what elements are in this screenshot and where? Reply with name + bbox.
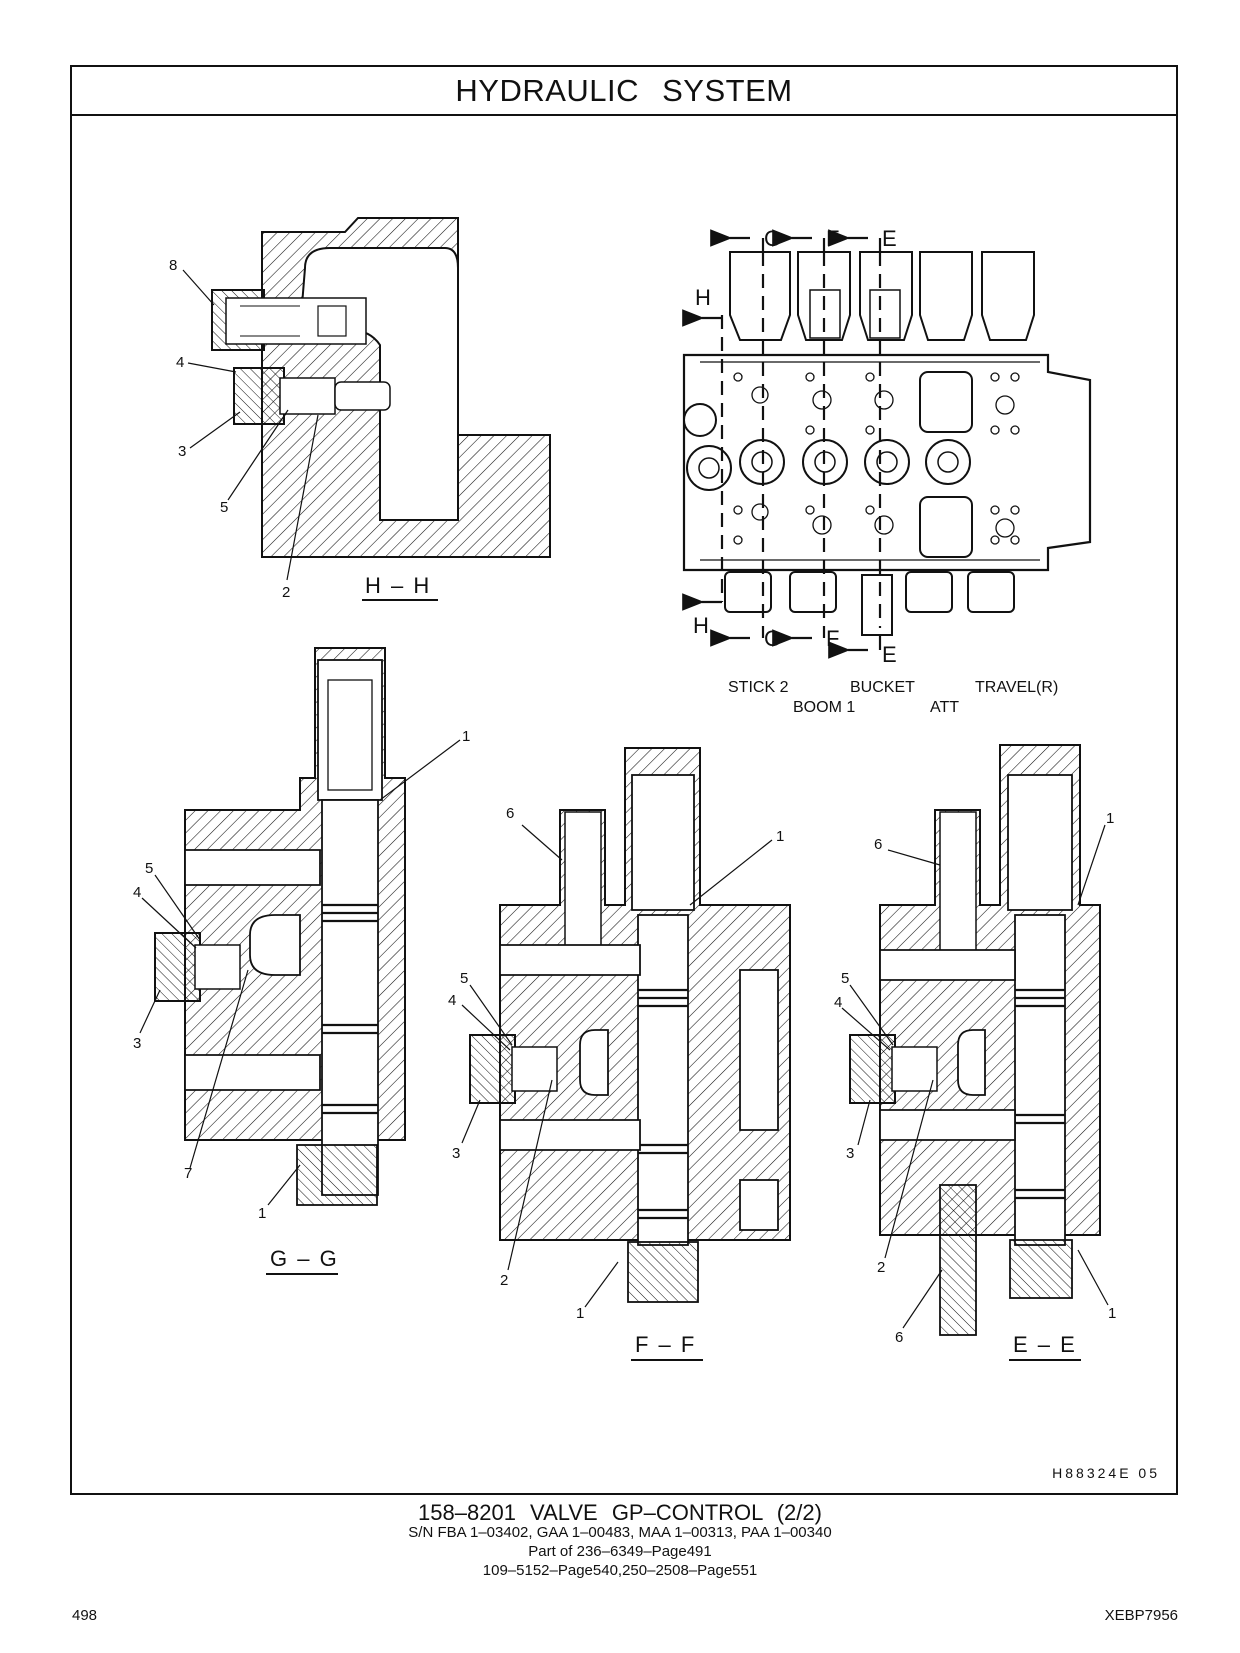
section-mark-e-top: E bbox=[882, 226, 897, 251]
section-mark-e-bottom: E bbox=[882, 642, 897, 667]
station-boom-1: BOOM 1 bbox=[793, 699, 855, 716]
station-bucket: BUCKET bbox=[850, 679, 915, 696]
section-mark-h-top: H bbox=[695, 285, 711, 310]
caption-part-of: Part of 236–6349–Page491 bbox=[528, 1543, 712, 1560]
page-title: HYDRAULIC SYSTEM bbox=[455, 73, 793, 108]
callout-ee-1a: 1 bbox=[1106, 810, 1114, 827]
section-mark-g-top: G bbox=[764, 226, 781, 251]
callout-ee-6b: 6 bbox=[895, 1329, 903, 1346]
callout-gg-7: 7 bbox=[184, 1165, 192, 1182]
label-ff: F – F bbox=[635, 1332, 696, 1357]
callout-hh-8: 8 bbox=[169, 257, 177, 274]
callout-gg-1a: 1 bbox=[462, 728, 470, 745]
callout-ff-1b: 1 bbox=[576, 1305, 584, 1322]
caption-pages: 109–5152–Page540,250–2508–Page551 bbox=[482, 1562, 758, 1579]
section-mark-f-bottom: F bbox=[826, 626, 839, 651]
caption-serials: S/N FBA 1–03402, GAA 1–00483, MAA 1–0031… bbox=[408, 1524, 832, 1541]
section-ff-view: 6 1 5 4 3 2 1 F – F bbox=[448, 747, 791, 1361]
callout-gg-5: 5 bbox=[145, 860, 153, 877]
callout-gg-4: 4 bbox=[133, 884, 141, 901]
callout-ee-4: 4 bbox=[834, 994, 842, 1011]
document-number: XEBP7956 bbox=[1104, 1607, 1178, 1624]
callout-ee-2: 2 bbox=[877, 1259, 885, 1276]
callout-gg-3: 3 bbox=[133, 1035, 141, 1052]
callout-ee-5: 5 bbox=[841, 970, 849, 987]
callout-ff-1a: 1 bbox=[776, 828, 784, 845]
station-stick-2: STICK 2 bbox=[728, 679, 789, 696]
callout-hh-5: 5 bbox=[220, 499, 228, 516]
station-travel-r: TRAVEL(R) bbox=[975, 679, 1058, 696]
station-att: ATT bbox=[930, 699, 959, 716]
section-hh-view: 8 4 3 5 2 H – H bbox=[169, 217, 551, 601]
valve-body-top-view: G F E H H G F E STICK 2 BOOM 1 BUCKET AT… bbox=[682, 226, 1092, 716]
valve-diagram: 8 4 3 5 2 H – H bbox=[133, 217, 1116, 1361]
page-number: 498 bbox=[72, 1607, 98, 1624]
figure-code: H88324E 05 bbox=[1052, 1465, 1160, 1481]
callout-ff-2: 2 bbox=[500, 1272, 508, 1289]
callout-ff-3: 3 bbox=[452, 1145, 460, 1162]
callout-ee-3: 3 bbox=[846, 1145, 854, 1162]
label-hh: H – H bbox=[365, 573, 431, 598]
section-gg-view: 1 5 4 3 7 1 G – G bbox=[133, 647, 470, 1275]
callout-ff-5: 5 bbox=[460, 970, 468, 987]
callout-hh-2: 2 bbox=[282, 584, 290, 601]
section-mark-h-bottom: H bbox=[693, 613, 709, 638]
callout-ee-1b: 1 bbox=[1108, 1305, 1116, 1322]
label-gg: G – G bbox=[270, 1246, 339, 1271]
section-ee-view: 6 1 5 4 3 2 6 1 E – E bbox=[834, 744, 1116, 1361]
callout-hh-4: 4 bbox=[176, 354, 184, 371]
callout-ff-6: 6 bbox=[506, 805, 514, 822]
label-ee: E – E bbox=[1013, 1332, 1077, 1357]
plug-hh bbox=[233, 367, 391, 425]
callout-hh-3: 3 bbox=[178, 443, 186, 460]
caption-title: 158–8201 VALVE GP–CONTROL (2/2) bbox=[418, 1500, 822, 1525]
callout-ff-4: 4 bbox=[448, 992, 456, 1009]
title-bar: HYDRAULIC SYSTEM bbox=[72, 67, 1176, 116]
relief-valve-hh bbox=[211, 289, 367, 351]
diagram-frame: HYDRAULIC SYSTEM H88324E 05 bbox=[70, 65, 1178, 1495]
section-mark-f-top: F bbox=[826, 226, 839, 251]
section-mark-g-bottom: G bbox=[764, 626, 781, 651]
callout-gg-1b: 1 bbox=[258, 1205, 266, 1222]
callout-ee-6a: 6 bbox=[874, 836, 882, 853]
